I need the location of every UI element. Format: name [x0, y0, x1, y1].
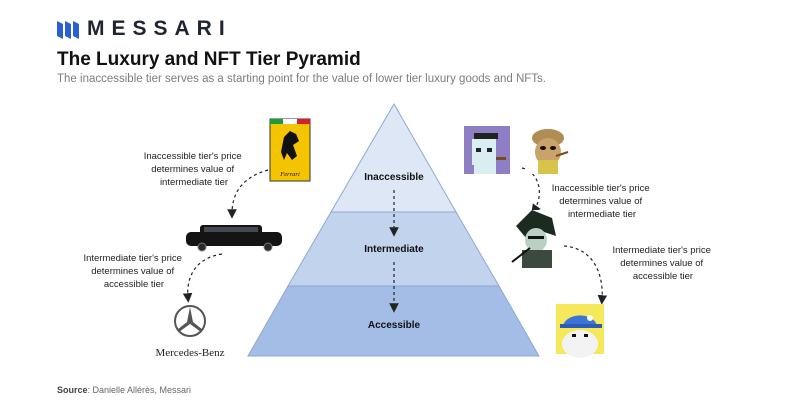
tier-label-intermediate: Intermediate — [364, 244, 424, 255]
brand-name: MESSARI — [87, 17, 232, 40]
cryptopunk-nft-image — [464, 126, 510, 174]
left-note-1: Inaccessible tier's price determines val… — [144, 151, 245, 188]
bored-ape-nft-image — [526, 124, 570, 174]
page-title: The Luxury and NFT Tier Pyramid — [57, 49, 361, 70]
mercedes-text: Mercedes-Benz — [155, 347, 224, 359]
mercedes-logo-image: Mercedes-Benz — [155, 305, 225, 359]
source-text: : Danielle Allérès, Messari — [87, 385, 192, 395]
right-note-2: Intermediate tier's price determines val… — [612, 245, 713, 282]
right-arrow-2 — [563, 245, 608, 305]
tier-label-inaccessible: Inaccessible — [364, 172, 424, 183]
right-note-1: Inaccessible tier's price determines val… — [552, 183, 653, 220]
cap-character-nft-image — [556, 304, 604, 358]
messari-mark-icon — [57, 21, 79, 39]
ferrari-logo-image: Ferrari — [269, 118, 311, 182]
left-arrow-2 — [182, 253, 223, 303]
source-note: Source: Danielle Allérès, Messari — [57, 385, 191, 395]
tier-accessible-band — [247, 285, 540, 357]
left-note-2: Intermediate tier's price determines val… — [83, 253, 184, 290]
tier-inaccessible-band — [330, 103, 457, 213]
ferrari-logo-text: Ferrari — [279, 171, 300, 178]
right-arrow-1 — [521, 167, 541, 214]
limousine-image — [186, 225, 282, 252]
messari-logo: MESSARI — [57, 17, 232, 41]
source-label: Source — [57, 385, 88, 395]
page-subtitle: The inaccessible tier serves as a starti… — [57, 73, 546, 85]
left-arrow-1 — [227, 169, 269, 219]
anime-nft-image — [511, 210, 558, 268]
tier-label-accessible: Accessible — [368, 320, 421, 331]
